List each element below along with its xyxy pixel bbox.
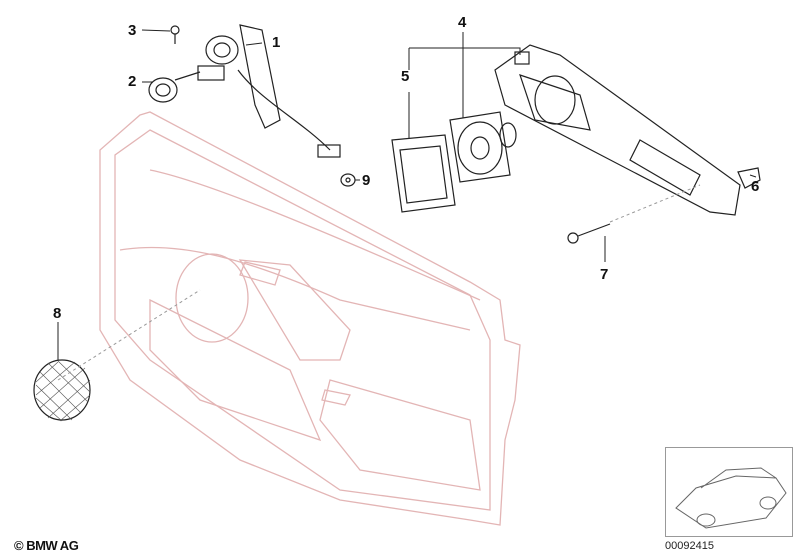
car-icon	[675, 467, 787, 529]
callout-7: 7	[600, 266, 609, 283]
grille-mesh	[35, 360, 91, 422]
callout-8: 8	[53, 305, 62, 322]
callout-2: 2	[128, 73, 137, 90]
leader-lines	[57, 29, 757, 360]
callout-5: 5	[401, 68, 410, 85]
door-panel	[99, 111, 521, 526]
callout-9: 9	[362, 172, 371, 189]
diagram-number: 00092415	[665, 540, 714, 552]
callout-6: 6	[751, 178, 760, 195]
vehicle-thumbnail	[665, 447, 793, 537]
callout-1: 1	[272, 34, 281, 51]
callout-4: 4	[458, 14, 467, 31]
speaker-parts	[33, 24, 761, 421]
copyright: © BMW AG	[14, 538, 79, 553]
dash-lines	[57, 184, 701, 381]
callout-3: 3	[128, 22, 137, 39]
